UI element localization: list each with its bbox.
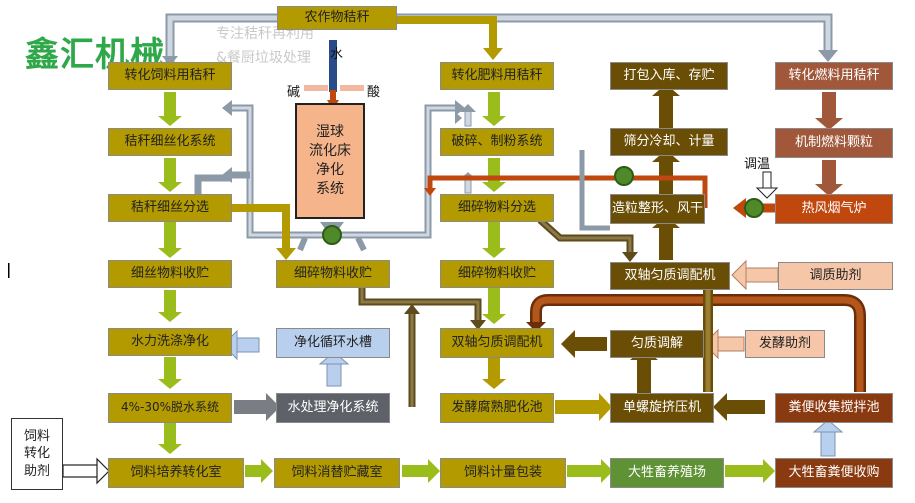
alkali-label: 碱 [287, 85, 301, 100]
valve-circles [322, 166, 764, 245]
node-ferment-pool: 发酵腐熟肥化池 [440, 393, 554, 423]
middle-column-arrows [482, 92, 506, 258]
node-feed-pack: 饲料计量包装 [440, 458, 566, 488]
node-feed-straw: 转化饲料用秸秆 [108, 62, 232, 90]
left-column-arrows [158, 92, 182, 454]
node-water-treatment: 水处理净化系统 [276, 393, 390, 423]
node-fine-sorting: 细碎物料分选 [440, 194, 554, 222]
node-straw-sorting: 秸秆细丝分选 [108, 194, 232, 222]
node-ferment-agent: 发酵助剂 [745, 330, 825, 358]
feed-additive-box: 饲料 转化 助剂 [11, 418, 63, 490]
tempering-label: 调温 [744, 157, 771, 172]
water-label: 水 [330, 47, 344, 62]
bottom-row-arrows [245, 459, 775, 483]
brand-slogan-line1: 专注秸秆再利用 [216, 26, 314, 42]
node-feed-culture: 饲料培养转化室 [108, 458, 244, 488]
node-feed-digest: 饲料消替贮藏室 [274, 458, 400, 488]
node-manure-recycle: 大牲畜粪便收购 [775, 458, 893, 488]
tower-line3: 净化 [316, 161, 344, 178]
node-conditioner: 调质助剂 [778, 262, 893, 290]
node-hot-air-stove: 热风烟气炉 [775, 194, 893, 224]
node-circ-tank: 净化循环水槽 [276, 328, 390, 358]
node-fine-collect-mid: 细碎物料收贮 [440, 260, 554, 288]
node-livestock-farm: 大牲畜养殖场 [610, 458, 724, 488]
node-homogenize: 匀质调解 [610, 330, 704, 358]
node-fiber-collect: 细丝物料收贮 [108, 260, 232, 288]
node-crush-mill: 破碎、制粉系统 [440, 128, 554, 156]
node-fuel-straw: 转化燃料用秸秆 [775, 62, 893, 90]
feed-additive-line2: 转化 [23, 446, 50, 462]
node-pack-storage: 打包入库、存贮 [610, 62, 728, 90]
node-crop-straw: 农作物秸秆 [277, 6, 397, 30]
acid-label: 酸 [367, 85, 381, 100]
brand-slogan-line2: &餐厨垃圾处理 [216, 50, 311, 66]
feed-additive-line1: 饲料 [23, 428, 50, 444]
node-twin-mixer-top: 双轴匀质调配机 [610, 262, 730, 290]
water-pipe [329, 40, 337, 92]
node-twin-mixer-mid: 双轴匀质调配机 [440, 328, 554, 358]
node-straw-shredding: 秸秆细丝化系统 [108, 128, 232, 156]
tower-line4: 系统 [316, 180, 344, 197]
node-fuel-pellet: 机制燃料颗粒 [775, 128, 893, 158]
node-manure-pool: 粪便收集搅拌池 [775, 393, 893, 423]
node-fertilizer-straw: 转化肥料用秸秆 [440, 62, 554, 90]
node-dewater: 4%-30%脱水系统 [108, 393, 232, 423]
node-screen-cool: 筛分冷却、计量 [610, 128, 728, 156]
node-fine-collect-left: 细碎物料收贮 [276, 260, 390, 288]
node-screw-press: 单螺旋挤压机 [610, 393, 714, 423]
tower-line2: 流化床 [309, 142, 351, 159]
tower-line1: 湿球 [316, 124, 344, 140]
node-hydro-wash: 水力洗涤净化 [108, 328, 232, 356]
node-granulate: 造粒整形、风干 [610, 194, 705, 224]
wet-fluidized-bed-tower: 湿球 流化床 净化 系统 [295, 103, 365, 219]
feed-additive-line3: 助剂 [23, 463, 50, 479]
